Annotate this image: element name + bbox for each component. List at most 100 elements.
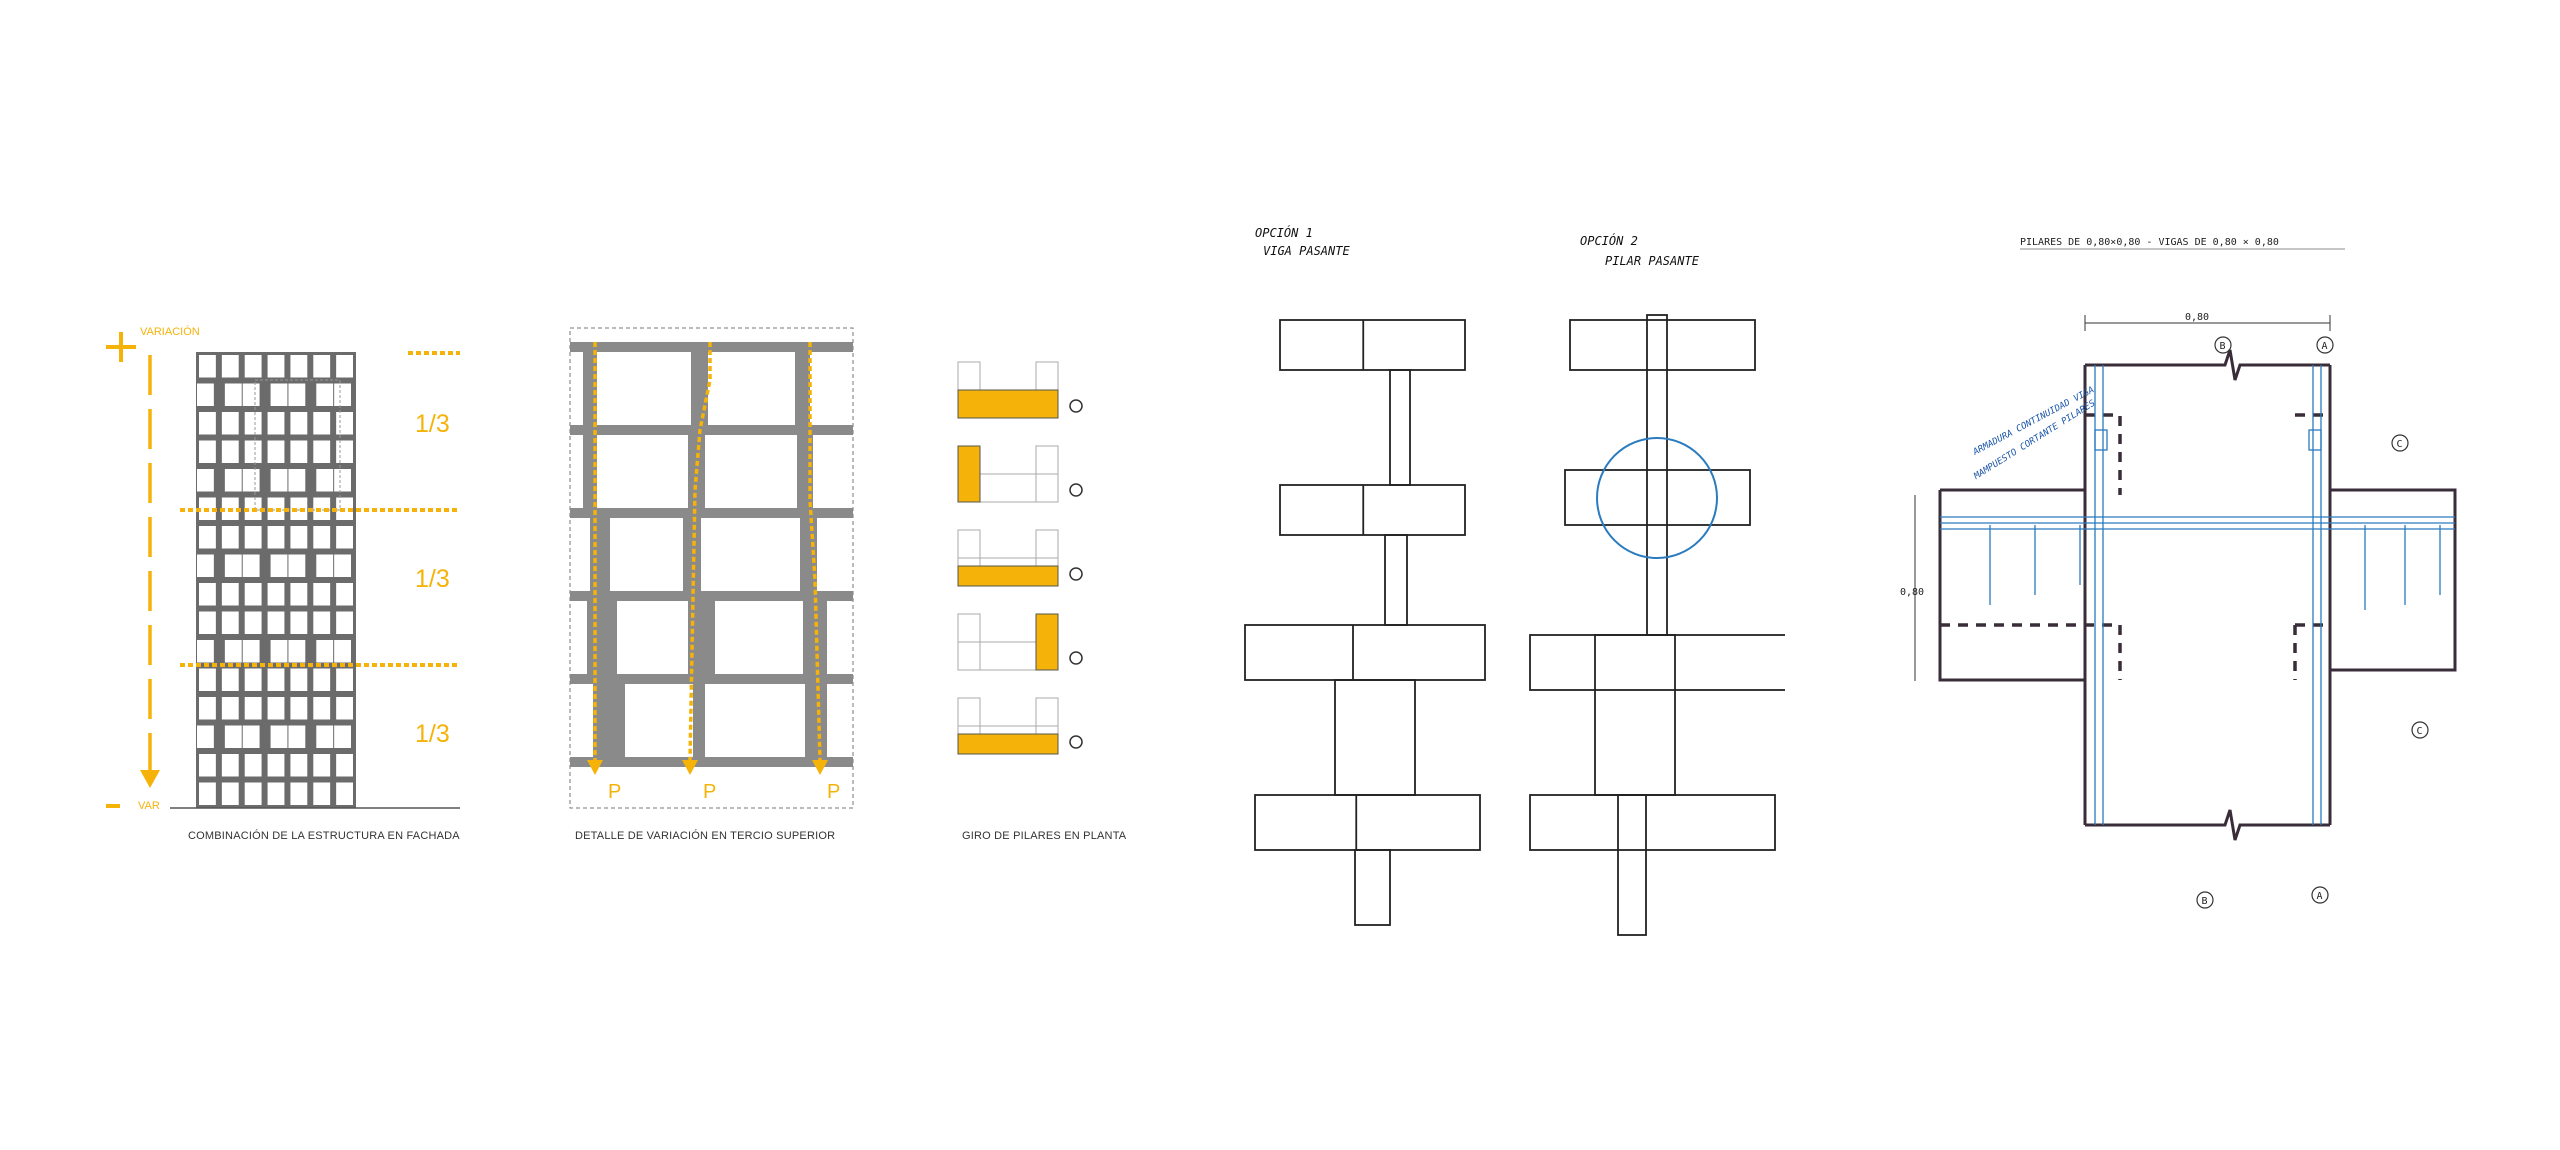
facade-window xyxy=(270,383,288,406)
facade-window xyxy=(267,412,285,435)
facade-window xyxy=(290,497,308,520)
facade-window xyxy=(221,611,239,634)
load-label-3: P xyxy=(827,781,840,803)
facade-window xyxy=(336,668,353,691)
facade-window xyxy=(242,469,260,492)
load-label-2: P xyxy=(703,781,716,803)
facade-window xyxy=(224,469,242,492)
facade-window xyxy=(244,440,262,463)
facade-window xyxy=(267,583,285,606)
pillar-rotation-glyph xyxy=(957,361,1083,419)
facade-window xyxy=(290,355,308,378)
facade-window xyxy=(224,725,242,748)
facade-window xyxy=(336,355,353,378)
facade-window xyxy=(199,412,216,435)
facade-window xyxy=(199,668,216,691)
facade-window xyxy=(316,469,334,492)
facade-window xyxy=(290,583,308,606)
detail-grid xyxy=(570,342,853,767)
pillar-rotation-glyph xyxy=(957,529,1083,587)
plan-sketch: PILARES DE 0,80×0,80 - VIGAS DE 0,80 × 0… xyxy=(1895,225,2475,925)
facade-window xyxy=(334,383,351,406)
option1-sketch xyxy=(1244,319,1486,926)
facade-window xyxy=(288,383,306,406)
facade-window xyxy=(313,355,331,378)
facade-window xyxy=(199,611,216,634)
facade-window xyxy=(270,640,288,663)
facade-window xyxy=(267,697,285,720)
facade-window xyxy=(313,526,331,549)
facade-window xyxy=(224,554,242,577)
facade-window xyxy=(336,526,353,549)
dim-top: 0,80 xyxy=(2185,312,2209,323)
facade-grid xyxy=(196,352,356,808)
facade-window xyxy=(199,583,216,606)
facade-window xyxy=(313,497,331,520)
facade-window xyxy=(288,554,306,577)
facade-window xyxy=(242,554,260,577)
facade-window xyxy=(336,697,353,720)
facade-window xyxy=(244,355,262,378)
facade-window xyxy=(267,355,285,378)
facade-window xyxy=(270,554,288,577)
facade-window xyxy=(244,412,262,435)
facade-window xyxy=(336,583,353,606)
note-continuity: ARMADURA CONTINUIDAD VIGA xyxy=(1971,385,2096,458)
section-mark: A xyxy=(2311,886,2329,904)
facade-window xyxy=(316,383,334,406)
svg-text:B: B xyxy=(2220,341,2226,352)
facade-window xyxy=(221,668,239,691)
facade-window xyxy=(197,383,214,406)
facade-window xyxy=(290,668,308,691)
detail-caption: DETALLE DE VARIACIÓN EN TERCIO SUPERIOR xyxy=(575,830,836,842)
facade-window xyxy=(313,668,331,691)
facade-window xyxy=(290,412,308,435)
facade-window xyxy=(313,583,331,606)
facade-window xyxy=(270,725,288,748)
facade-window xyxy=(290,611,308,634)
facade-window xyxy=(221,355,239,378)
facade-window xyxy=(221,754,239,777)
facade-window xyxy=(336,782,353,805)
facade-drawing: VARIACIÓN VAR xyxy=(106,325,460,812)
facade-window xyxy=(313,697,331,720)
facade-window xyxy=(334,725,351,748)
facade-window xyxy=(313,754,331,777)
facade-window xyxy=(316,640,334,663)
facade-window xyxy=(244,583,262,606)
var-label: VAR xyxy=(138,800,160,812)
sketch-options: OPCIÓN 1 VIGA PASANTE OPCIÓN 2 PILAR PAS… xyxy=(1225,215,1801,955)
dim-left: 0,80 xyxy=(1900,587,1924,598)
facade-window xyxy=(197,725,214,748)
rotation-drawing xyxy=(957,361,1083,755)
load-label-1: P xyxy=(608,781,621,803)
facade-window xyxy=(244,782,262,805)
plan-header: PILARES DE 0,80×0,80 - VIGAS DE 0,80 × 0… xyxy=(2020,237,2279,248)
facade-window xyxy=(334,554,351,577)
facade-window xyxy=(334,469,351,492)
facade-window xyxy=(197,554,214,577)
facade-window xyxy=(197,640,214,663)
rotation-group xyxy=(957,361,1083,755)
svg-text:A: A xyxy=(2317,891,2323,902)
option2-subtitle: PILAR PASANTE xyxy=(1605,254,1700,268)
highlight-circle xyxy=(1596,437,1718,559)
facade-window xyxy=(244,754,262,777)
facade-diagram: VARIACIÓN VAR 1/3 1/3 1/3 COMBINACIÓN DE… xyxy=(100,310,480,842)
facade-window xyxy=(242,725,260,748)
facade-window xyxy=(199,754,216,777)
facade-window xyxy=(267,754,285,777)
option1-subtitle: VIGA PASANTE xyxy=(1263,244,1350,258)
plan-sketch-drawing: PILARES DE 0,80×0,80 - VIGAS DE 0,80 × 0… xyxy=(1900,237,2457,909)
facade-window xyxy=(244,697,262,720)
facade-window xyxy=(288,469,306,492)
third-label-top: 1/3 xyxy=(415,410,450,438)
svg-text:C: C xyxy=(2417,726,2423,737)
detail-drawing: P P P xyxy=(569,327,854,809)
facade-window xyxy=(313,440,331,463)
facade-window xyxy=(290,754,308,777)
section-mark: A xyxy=(2316,336,2334,354)
facade-window xyxy=(313,611,331,634)
svg-text:B: B xyxy=(2202,896,2208,907)
